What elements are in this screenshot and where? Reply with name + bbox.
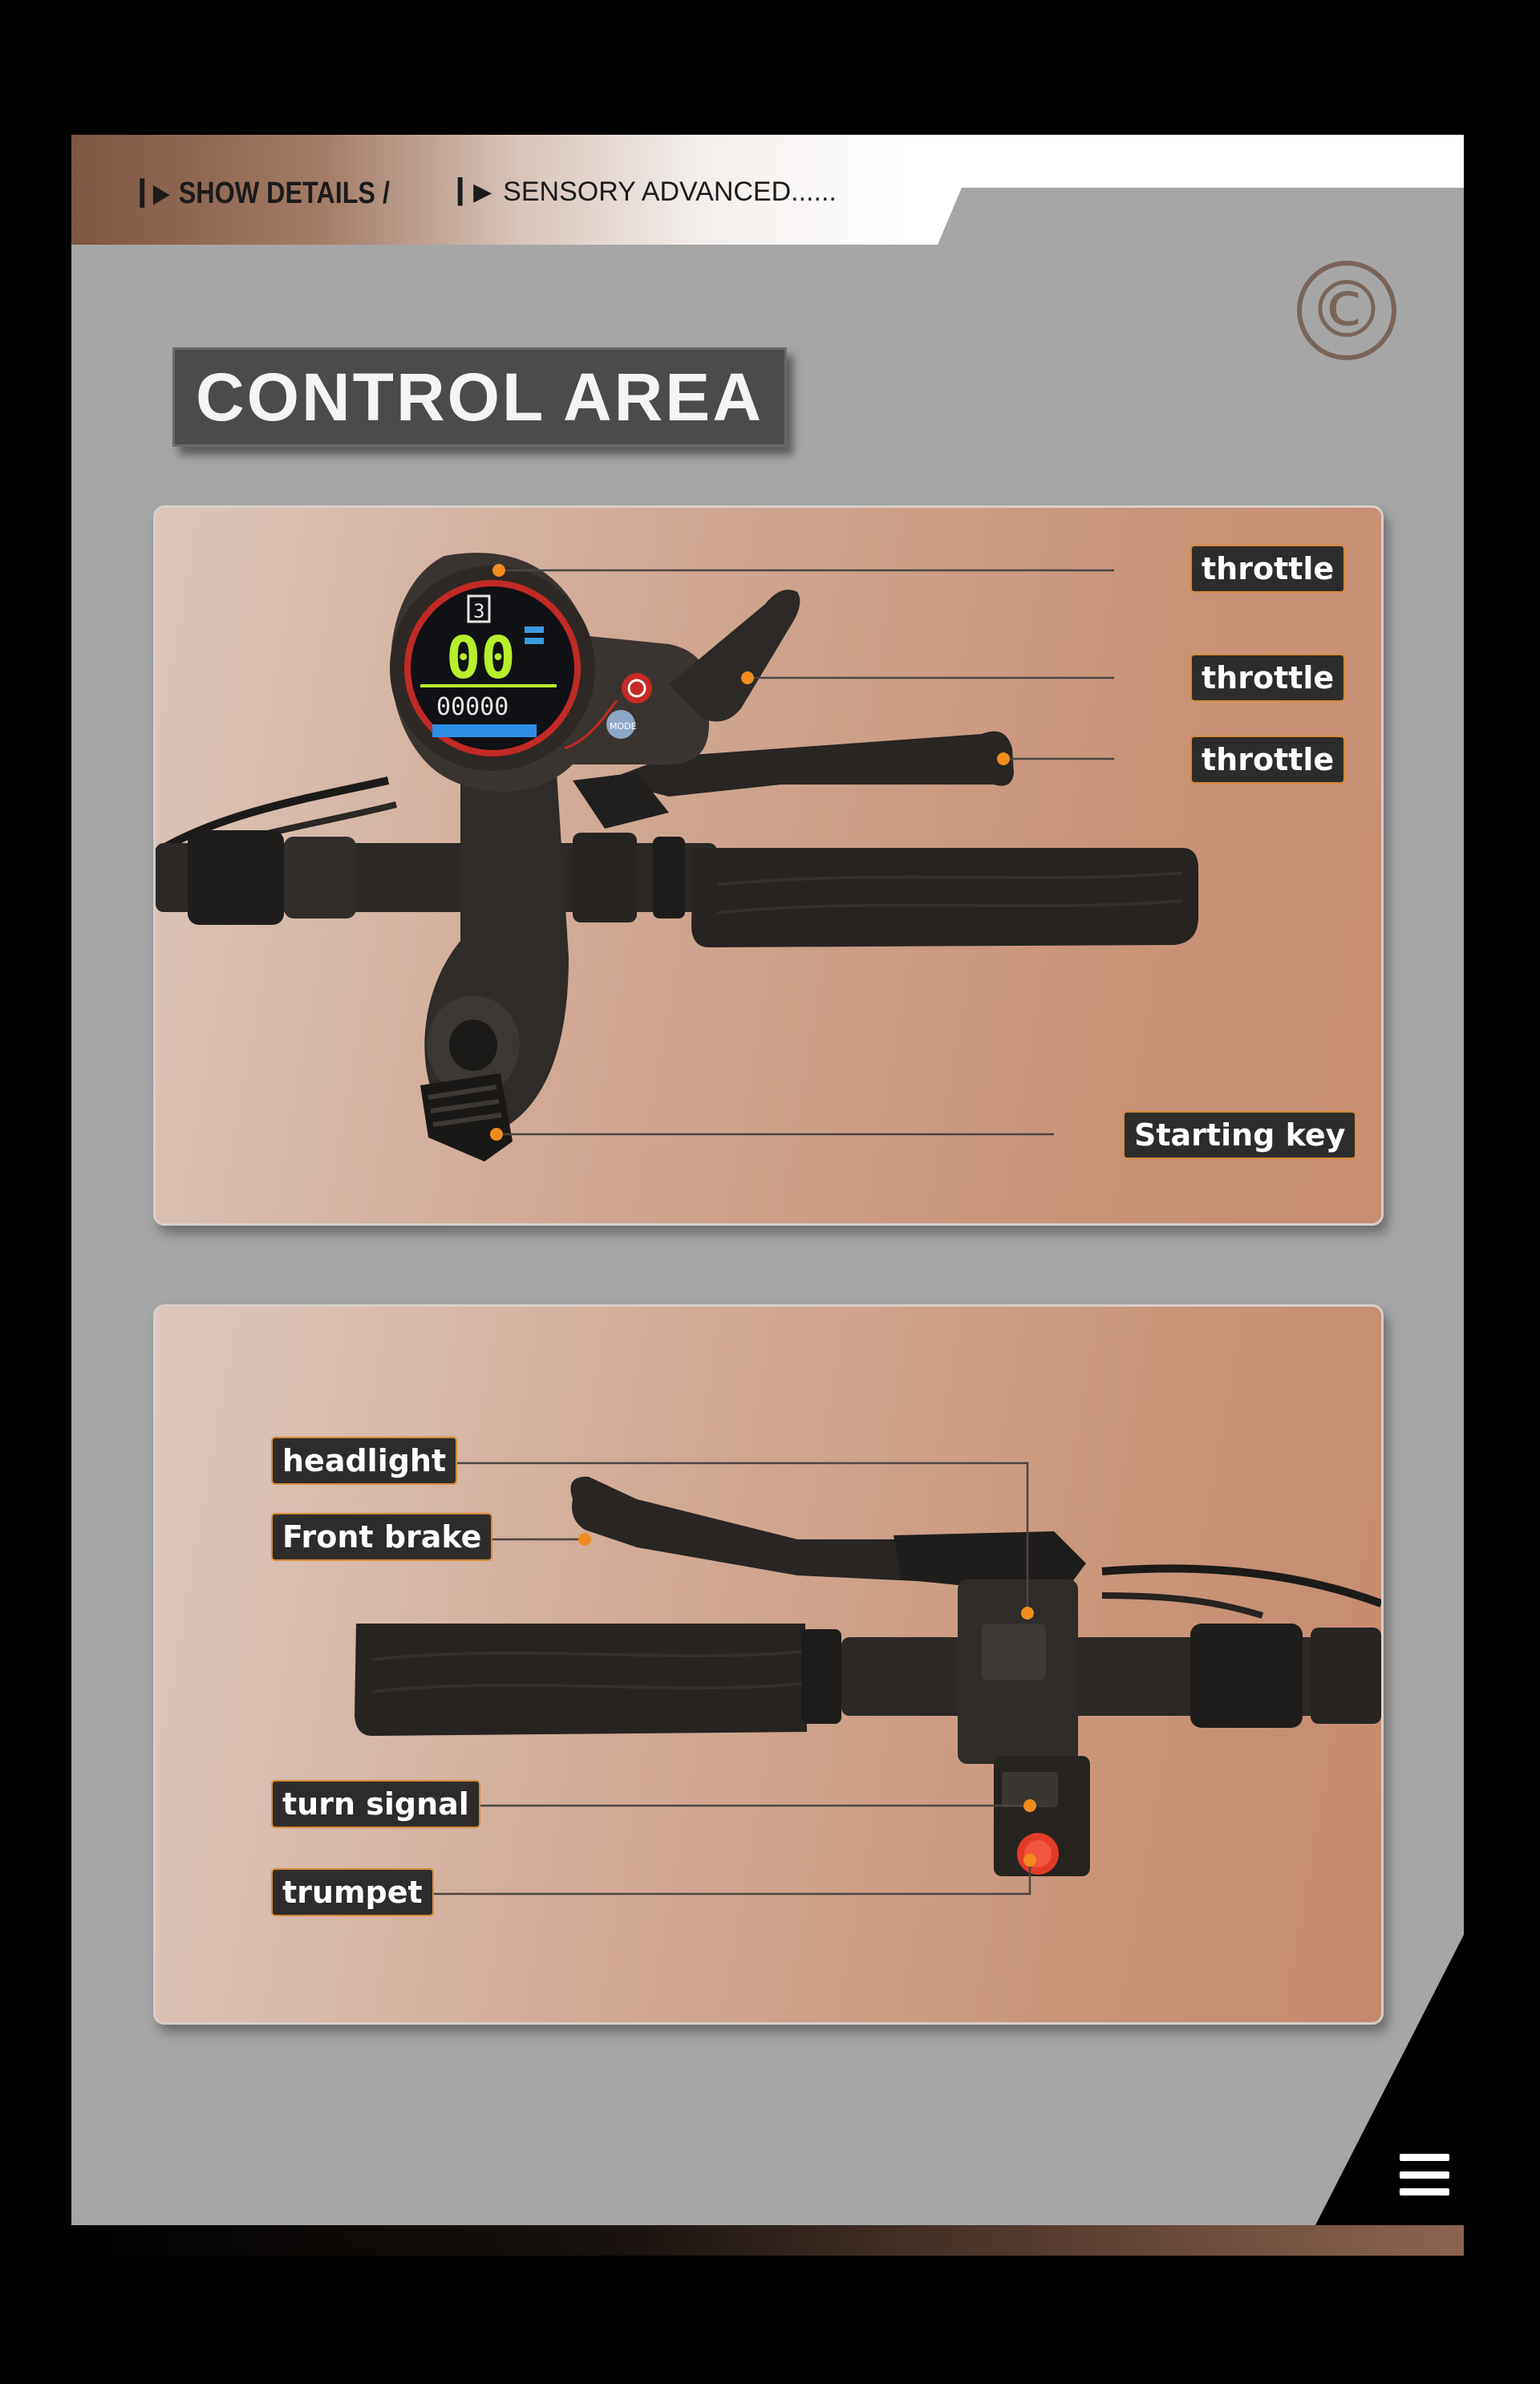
handlebar-left-illustration — [355, 1462, 1381, 1895]
label-throttle-display: throttle — [1190, 545, 1346, 593]
breadcrumb-label: SHOW DETAILS / — [178, 176, 390, 210]
section-title: CONTROL AREA — [172, 347, 787, 447]
copyright-icon: © — [1297, 261, 1396, 360]
handlebar-right-illustration: 3 00 00000 MODE — [156, 553, 1198, 1162]
label-throttle-brake: throttle — [1190, 736, 1346, 784]
play-icon: ▎▶ — [140, 180, 169, 207]
control-panel-top: 3 00 00000 MODE — [153, 505, 1384, 1226]
label-front-brake: Front brake — [271, 1513, 493, 1561]
display-speed: 00 — [446, 624, 516, 691]
display-odometer: 00000 — [436, 693, 509, 721]
breadcrumb-label: SENSORY ADVANCED...... — [503, 176, 837, 207]
label-throttle-lever: throttle — [1190, 654, 1346, 702]
display-mode-label: MODE — [610, 721, 637, 732]
play-icon: ▎▶ — [458, 179, 492, 205]
label-headlight: headlight — [271, 1437, 458, 1485]
menu-icon[interactable] — [1400, 2154, 1449, 2195]
breadcrumb-sensory-advanced[interactable]: ▎▶ SENSORY ADVANCED...... — [458, 176, 837, 208]
breadcrumb-show-details[interactable]: ▎▶ SHOW DETAILS / — [140, 176, 390, 211]
display-gear: 3 — [473, 600, 484, 622]
page-background: ▎▶ SHOW DETAILS / ▎▶ SENSORY ADVANCED...… — [71, 135, 1464, 2225]
label-starting-key: Starting key — [1123, 1111, 1357, 1159]
footer-strip — [71, 2225, 1464, 2256]
label-trumpet: trumpet — [271, 1868, 434, 1916]
label-turn-signal: turn signal — [271, 1780, 480, 1828]
control-panel-bottom: headlight Front brake turn signal trumpe… — [153, 1304, 1384, 2025]
